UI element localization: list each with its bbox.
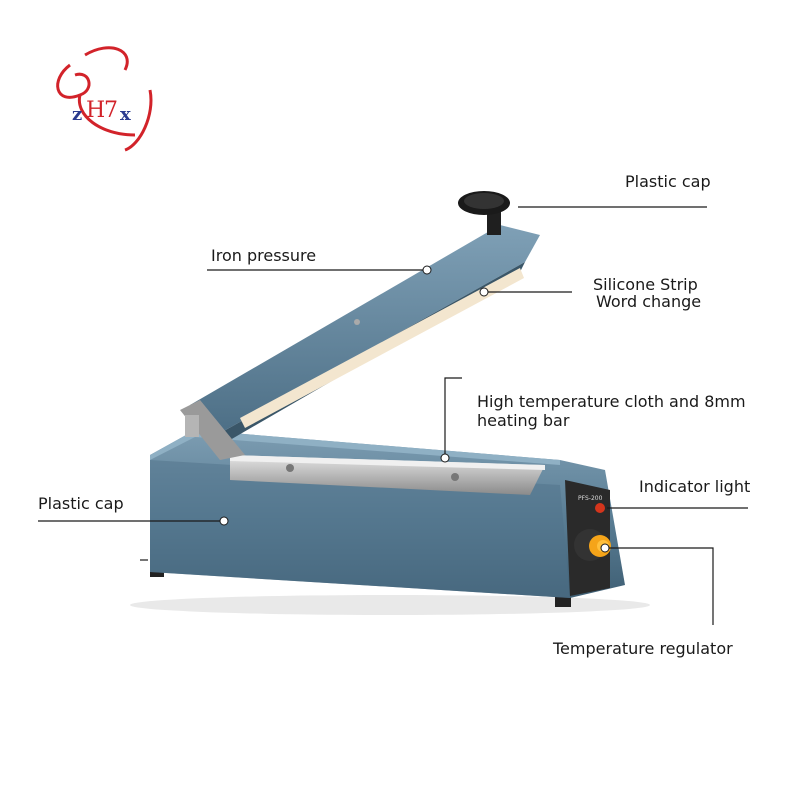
callout-dot-plastic-cap-left: [219, 516, 229, 526]
label-plastic-cap-left: Plastic cap: [38, 494, 124, 513]
label-silicone-strip-line1: Silicone Strip: [593, 275, 698, 294]
callout-line-temp-regulator: [607, 547, 714, 625]
callout-dot-temp-regulator: [600, 543, 610, 553]
callout-line-high-temp: [444, 377, 462, 458]
svg-text:H: H: [86, 98, 105, 123]
callout-dot-silicone-strip: [479, 287, 489, 297]
svg-text:7: 7: [104, 98, 118, 123]
label-temperature-regulator: Temperature regulator: [553, 639, 733, 658]
brand-logo: z H 7 x: [56, 46, 153, 152]
svg-text:z: z: [72, 104, 82, 125]
label-plastic-cap-top: Plastic cap: [625, 172, 711, 191]
svg-text:x: x: [120, 104, 131, 125]
label-silicone-strip-line2: Word change: [596, 292, 702, 311]
svg-text:PFS-200: PFS-200: [578, 495, 603, 502]
callout-dot-high-temp: [440, 453, 450, 463]
label-high-temp-line2: heating bar: [477, 411, 570, 430]
label-indicator-light: Indicator light: [639, 477, 751, 496]
label-high-temp-line1: High temperature cloth and 8mm: [477, 392, 746, 411]
callout-dot-iron-pressure: [422, 265, 432, 275]
label-iron-pressure: Iron pressure: [211, 246, 317, 265]
